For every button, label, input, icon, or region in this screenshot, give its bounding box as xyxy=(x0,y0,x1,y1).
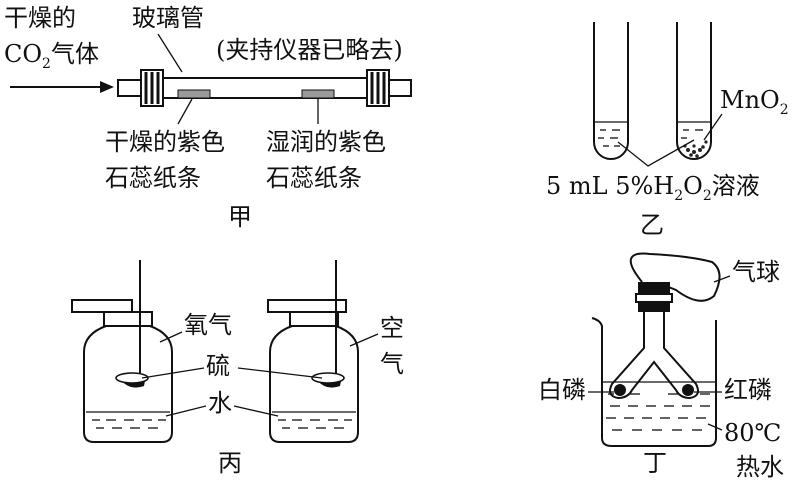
sulfur-label: 硫 xyxy=(206,352,230,380)
wet-strip-label-2: 石蕊纸条 xyxy=(266,164,362,192)
red-phosphorus xyxy=(682,384,694,396)
solution-sub2: 2 xyxy=(703,188,712,204)
dry-strip-label-1: 干燥的紫色 xyxy=(105,128,225,156)
caption-bing: 丙 xyxy=(218,449,242,477)
glass-plate-left xyxy=(71,299,133,313)
sulfur-pointer-right xyxy=(237,367,323,379)
glass-tube-label: 玻璃管 xyxy=(132,4,204,32)
hot-water-label: 热水 xyxy=(736,453,784,481)
gas-bottle-oxygen xyxy=(83,325,173,443)
mno2-text: MnO xyxy=(720,86,780,114)
caption-jia: 甲 xyxy=(228,203,252,231)
inlet-pipe xyxy=(117,79,143,97)
dry-strip-pointer xyxy=(177,98,193,125)
panel-ding: 气球 白磷 红磷 80℃ 热水 丁 xyxy=(538,252,784,481)
solution-label: 5 mL 5%H2O2溶液 xyxy=(546,172,760,204)
panel-bing: 氧气 硫 水 空 气 丙 xyxy=(71,260,404,477)
solution-text-c: 溶液 xyxy=(712,172,760,200)
air-pointer xyxy=(349,333,379,347)
panel-yi: MnO2 5 mL 5%H2O2溶液 乙 xyxy=(546,22,789,239)
glass-plate-right xyxy=(267,299,347,313)
hot-water-pointer xyxy=(707,423,723,431)
caption-ding: 丁 xyxy=(643,449,667,477)
dry-strip-label-2: 石蕊纸条 xyxy=(105,164,201,192)
bottle-neck-right xyxy=(289,311,339,327)
balloon-label: 气球 xyxy=(732,258,780,286)
panel-jia: 干燥的 CO2气体 玻璃管 (夹持仪器已略去) 干燥的紫色 石蕊纸条 xyxy=(4,4,412,231)
beaker xyxy=(591,317,717,447)
balloon-pointer xyxy=(713,275,731,283)
stopper-ding xyxy=(638,302,670,312)
gas-label-co: CO xyxy=(4,40,42,68)
air-label-1: 空 xyxy=(380,314,404,342)
mno2-label: MnO2 xyxy=(720,86,789,118)
wet-litmus-strip xyxy=(301,89,335,99)
gas-label-tail: 气体 xyxy=(51,40,99,68)
inlet-arrowhead xyxy=(100,81,114,93)
gas-label-line1: 干燥的 xyxy=(4,4,76,32)
solution-text-b: O xyxy=(683,172,703,200)
clamp-note: (夹持仪器已略去) xyxy=(216,36,403,64)
white-phosphorus xyxy=(614,384,626,396)
water-pointer-right xyxy=(233,405,279,417)
solution-sub1: 2 xyxy=(674,188,683,204)
mno2-sub: 2 xyxy=(780,102,789,118)
oxygen-label: 氧气 xyxy=(184,311,232,339)
solution-text-a: 5 mL 5%H xyxy=(546,172,674,200)
test-tube-right xyxy=(676,22,712,160)
solution-pointer xyxy=(617,139,695,167)
gas-label-line2: CO2气体 xyxy=(4,40,99,72)
bottle-neck-left xyxy=(103,311,153,327)
test-tube-left xyxy=(593,22,629,160)
caption-yi: 乙 xyxy=(640,211,664,239)
white-phosphorus-label: 白磷 xyxy=(538,376,586,404)
balloon-neck xyxy=(638,282,670,294)
dry-litmus-strip xyxy=(177,89,211,99)
mno2-pointer xyxy=(703,113,723,141)
outlet-pipe xyxy=(388,79,412,97)
air-label-2: 气 xyxy=(380,350,404,378)
balloon xyxy=(629,252,721,302)
gas-label-sub: 2 xyxy=(42,56,51,72)
red-phosphorus-label: 红磷 xyxy=(724,376,772,404)
sulfur-pointer-left xyxy=(141,367,205,379)
water-pointer-left xyxy=(165,405,207,417)
temperature-label: 80℃ xyxy=(724,419,781,447)
glass-tube-pointer xyxy=(157,33,183,73)
oxygen-pointer xyxy=(159,331,183,343)
gas-bottle-air xyxy=(269,325,359,443)
wet-strip-label-1: 湿润的紫色 xyxy=(266,128,386,156)
water-label: 水 xyxy=(208,389,232,417)
